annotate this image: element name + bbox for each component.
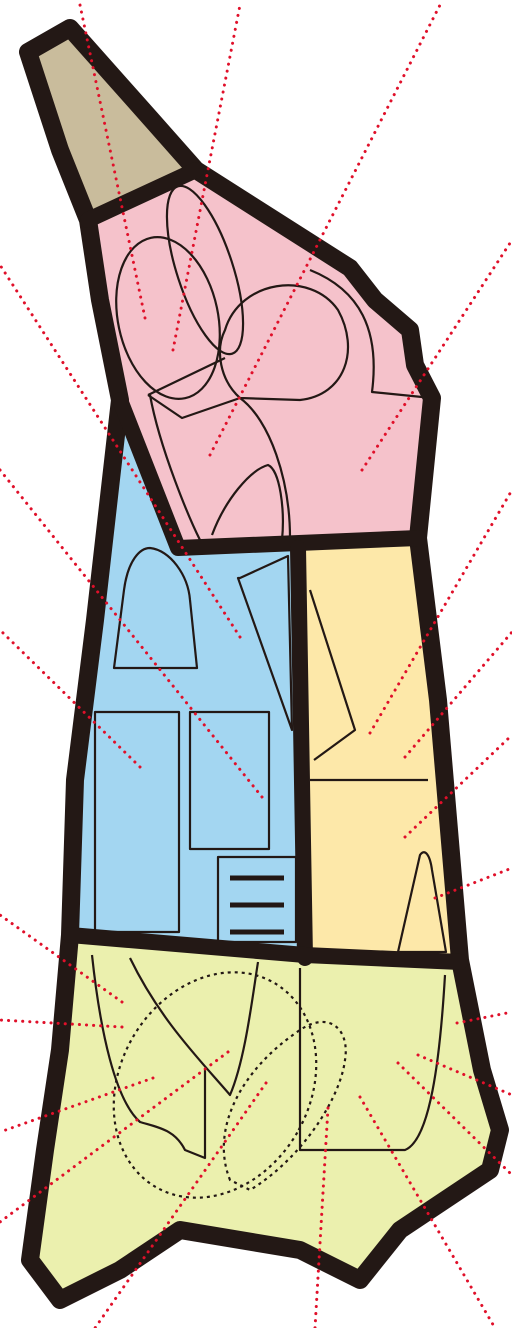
divider-middle-vertical [298,548,305,958]
